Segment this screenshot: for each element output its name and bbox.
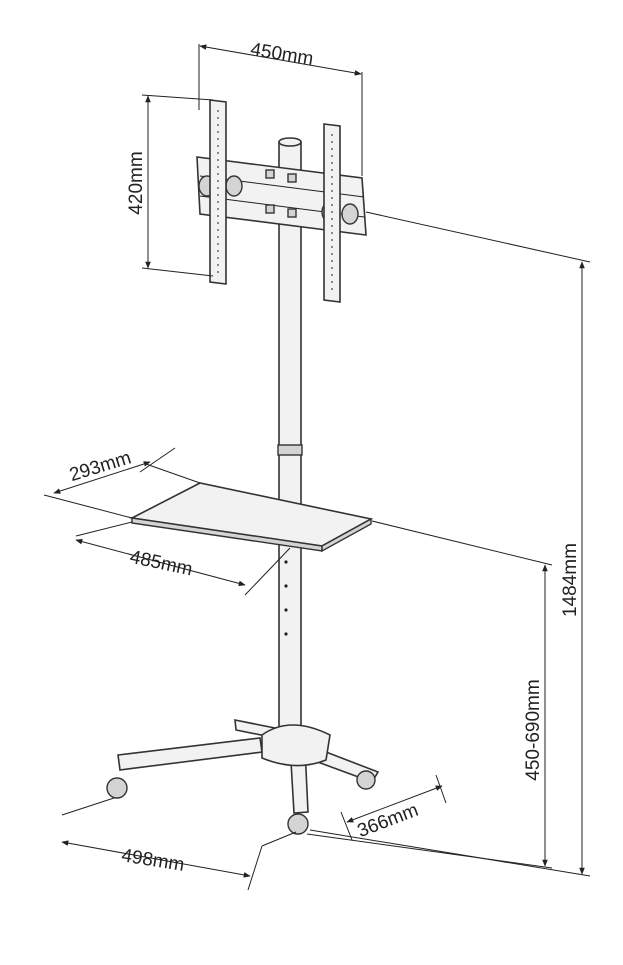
caster-front bbox=[287, 813, 309, 835]
dim-base-width: 498mm bbox=[61, 797, 297, 891]
glass-shelf bbox=[129, 482, 374, 553]
dim-mount-height: 420mm bbox=[126, 94, 214, 277]
pole-joint bbox=[277, 444, 303, 456]
label-mount-width: 450mm bbox=[249, 39, 315, 70]
height-adjust-holes bbox=[284, 560, 288, 636]
label-total-height: 1484mm bbox=[560, 543, 581, 617]
label-mount-height: 420mm bbox=[126, 151, 147, 214]
caster-right bbox=[356, 770, 376, 790]
dim-total-height: 1484mm bbox=[309, 211, 591, 877]
label-base-width: 498mm bbox=[120, 845, 186, 876]
pole bbox=[278, 141, 302, 743]
dim-shelf-height: 450-690mm bbox=[306, 520, 553, 869]
left-bracket bbox=[209, 99, 227, 285]
label-shelf-width: 485mm bbox=[128, 547, 194, 581]
label-shelf-height: 450-690mm bbox=[523, 679, 544, 780]
right-bracket bbox=[323, 123, 341, 303]
base-with-casters bbox=[106, 719, 380, 835]
label-shelf-depth: 293mm bbox=[67, 447, 134, 486]
caster-left bbox=[106, 777, 128, 799]
stand-illustration bbox=[106, 99, 380, 835]
dim-base-depth: 366mm bbox=[340, 774, 447, 842]
